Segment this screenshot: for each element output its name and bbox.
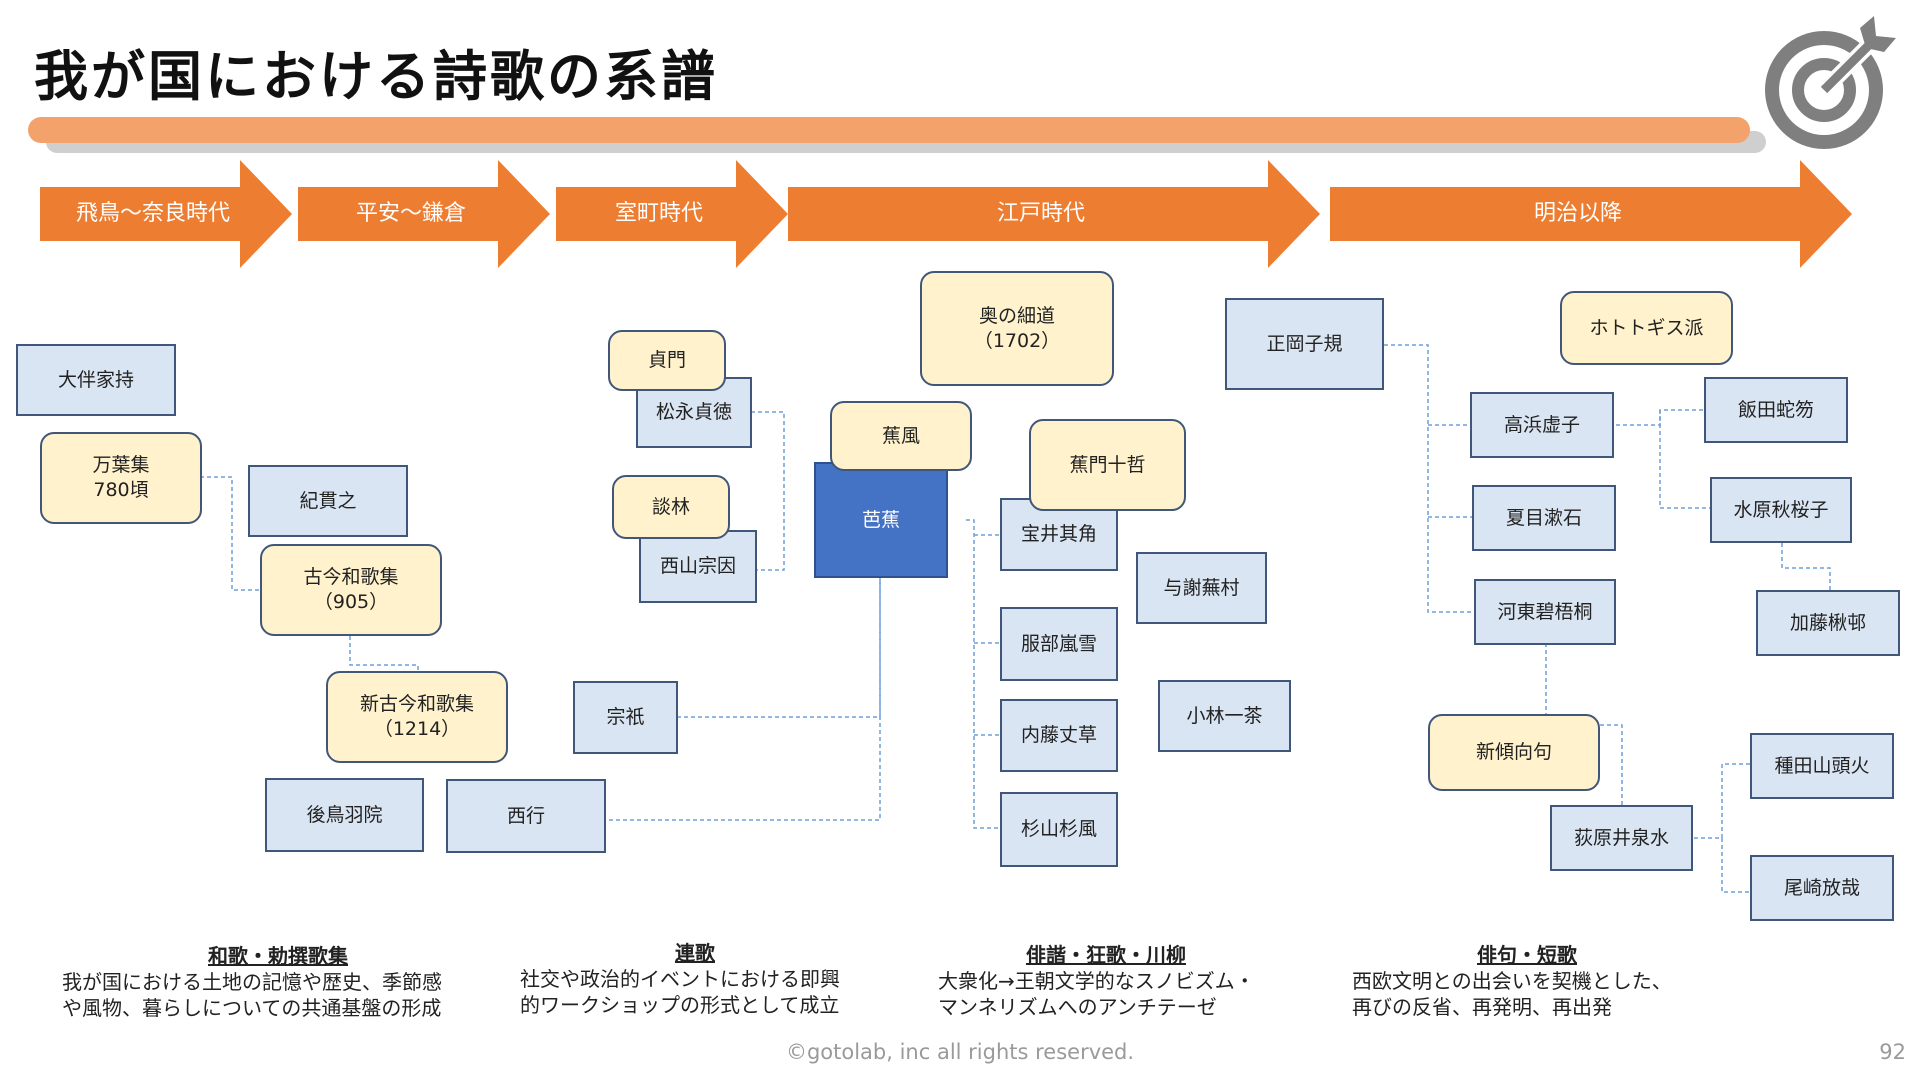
node-ogiwara: 荻原井泉水 [1550, 805, 1693, 871]
era-arrow-muromachi [556, 160, 788, 268]
caption-haikai: 俳諧・狂歌・川柳 大衆化→王朝文学的なスノビズム・ マンネリズムへのアンチテーゼ [938, 942, 1338, 1020]
node-kawahigashi: 河東碧梧桐 [1474, 579, 1616, 645]
node-otomo: 大伴家持 [16, 344, 176, 416]
node-teimon: 貞門 [608, 330, 726, 391]
caption-renga-line-1: 社交や政治的イベントにおける即興 [520, 967, 840, 991]
node-natsume: 夏目漱石 [1472, 485, 1616, 551]
caption-waka-line-2: や風物、暮らしについての共通基盤の形成 [62, 996, 442, 1020]
node-kokin: 古今和歌集 （905） [260, 544, 442, 636]
node-kobayashi: 小林一茶 [1158, 680, 1291, 752]
node-danrin: 談林 [612, 475, 730, 539]
node-taneda: 種田山頭火 [1750, 733, 1894, 799]
node-shinkeiko: 新傾向句 [1428, 714, 1600, 791]
caption-haikai-heading: 俳諧・狂歌・川柳 [1026, 943, 1186, 967]
page-title: 我が国における詩歌の系譜 [34, 45, 718, 108]
node-gotoba: 後鳥羽院 [265, 778, 424, 852]
caption-waka: 和歌・勅撰歌集 我が国における土地の記憶や歴史、季節感 や風物、暮らしについての… [62, 943, 494, 1021]
caption-waka-line-1: 我が国における土地の記憶や歴史、季節感 [62, 970, 442, 994]
era-label-muromachi: 室町時代 [614, 201, 703, 226]
era-arrow-asuka-nara [40, 160, 292, 268]
node-hattori: 服部嵐雪 [1000, 607, 1118, 681]
caption-haiku: 俳句・短歌 西欧文明との出会いを契機とした、 再びの反省、再発明、再出発 [1352, 942, 1752, 1020]
caption-haikai-line-2: マンネリズムへのアンチテーゼ [938, 995, 1217, 1019]
era-arrow-heian-kamakura [298, 160, 550, 268]
copyright: ©gotolab, inc all rights reserved. [785, 1040, 1135, 1064]
node-okunohosomichi: 奥の細道 （1702） [920, 271, 1114, 386]
era-label-meiji: 明治以降 [1533, 201, 1622, 226]
node-takahama: 高浜虚子 [1470, 392, 1614, 458]
node-sugiyama: 杉山杉風 [1000, 792, 1118, 867]
node-shomon: 蕉門十哲 [1029, 419, 1186, 511]
node-nishiyama: 西山宗因 [639, 530, 757, 603]
node-hototogisu: ホトトギス派 [1560, 291, 1733, 365]
node-kinotsurayuki: 紀貫之 [248, 465, 408, 537]
node-sogi: 宗祇 [573, 681, 678, 754]
node-shinkokin: 新古今和歌集 （1214） [326, 671, 508, 763]
caption-renga-heading: 連歌 [675, 941, 715, 965]
caption-renga: 連歌 社交や政治的イベントにおける即興 的ワークショップの形式として成立 [520, 940, 900, 1018]
era-label-heian-kamakura: 平安～鎌倉 [355, 201, 466, 226]
node-saigyo: 西行 [446, 779, 606, 853]
page-number: 92 [1879, 1040, 1906, 1064]
node-shofu: 蕉風 [830, 401, 972, 471]
node-iida: 飯田蛇笏 [1704, 377, 1848, 443]
target-arrow-icon [1765, 16, 1896, 149]
caption-renga-line-2: 的ワークショップの形式として成立 [520, 993, 840, 1017]
caption-haikai-line-1: 大衆化→王朝文学的なスノビズム・ [938, 969, 1255, 993]
node-mizuhara: 水原秋桜子 [1710, 477, 1852, 543]
caption-haiku-line-1: 西欧文明との出会いを契機とした、 [1352, 969, 1672, 993]
era-label-edo: 江戸時代 [996, 201, 1085, 226]
node-manyoshu: 万葉集 780頃 [40, 432, 202, 524]
title-underline-bar [28, 117, 1750, 143]
caption-waka-heading: 和歌・勅撰歌集 [208, 944, 348, 968]
node-masaoka: 正岡子規 [1225, 298, 1384, 390]
era-arrow-edo [788, 160, 1320, 268]
caption-haiku-heading: 俳句・短歌 [1477, 943, 1577, 967]
node-kato: 加藤楸邨 [1756, 590, 1900, 656]
node-ozaki: 尾崎放哉 [1750, 855, 1894, 921]
era-arrow-meiji [1330, 160, 1852, 268]
caption-haiku-line-2: 再びの反省、再発明、再出発 [1352, 995, 1612, 1019]
era-label-asuka-nara: 飛鳥～奈良時代 [75, 201, 230, 226]
node-naito: 内藤丈草 [1000, 699, 1118, 772]
node-yosa: 与謝蕪村 [1136, 552, 1267, 624]
node-basho: 芭蕉 [814, 462, 948, 578]
